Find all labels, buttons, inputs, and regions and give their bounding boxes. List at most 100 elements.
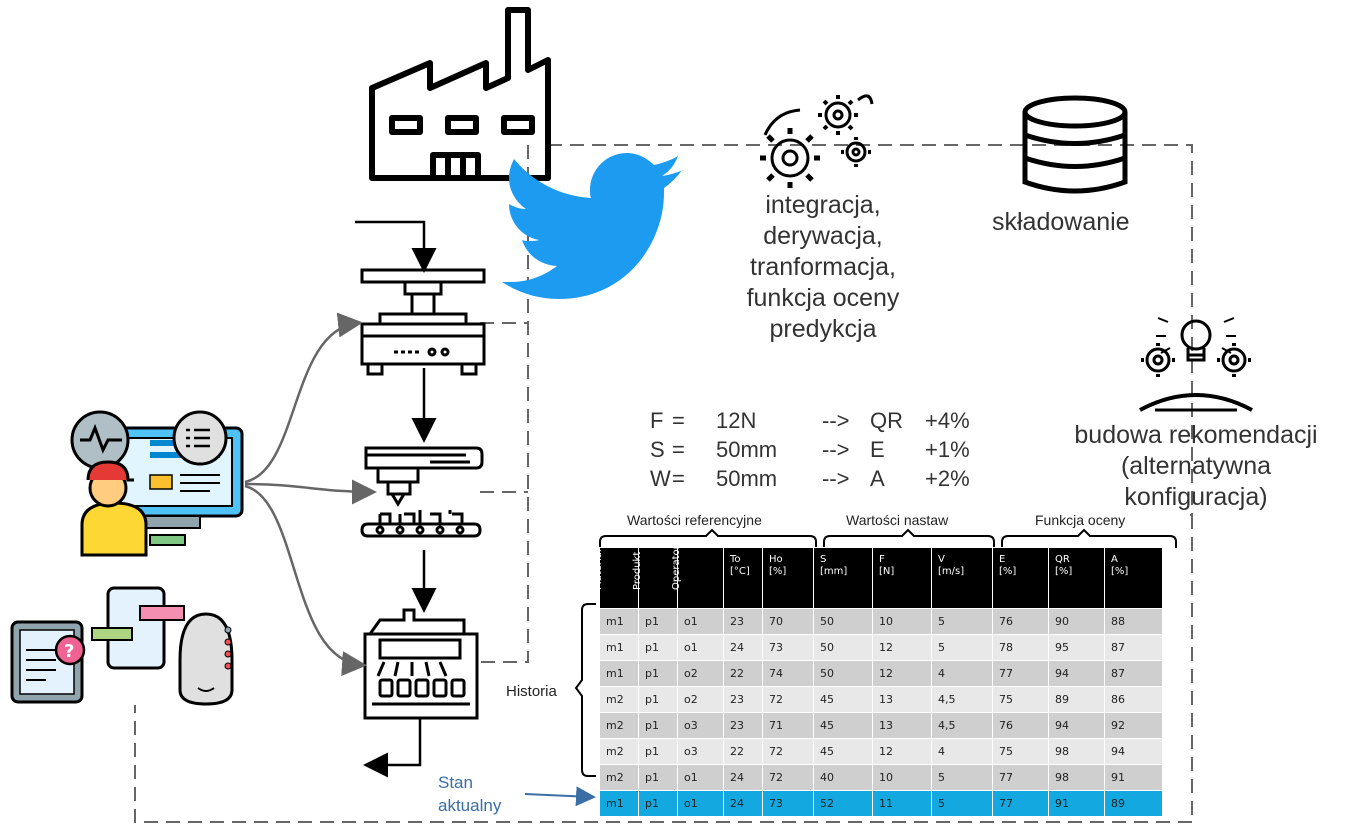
table-cell: 73 [762, 790, 814, 817]
table-cell: 70 [762, 608, 814, 635]
operator-computer-icon [70, 410, 244, 557]
production-line-arrows [355, 220, 437, 778]
equation-token: = [672, 408, 685, 433]
table-cell: 50 [813, 608, 873, 635]
table-cell: 90 [1048, 608, 1105, 635]
equation-token: +1% [925, 437, 970, 462]
table-cell: 75 [992, 738, 1049, 765]
equation-token: 50mm [716, 466, 778, 491]
column-header-label: QR [1055, 554, 1070, 565]
column-header: V[m/s] [931, 547, 993, 609]
table-cell: m2 [599, 764, 639, 791]
table-cell: m2 [599, 738, 639, 765]
table-cell: p1 [638, 634, 678, 661]
equation-token: QR [870, 408, 903, 433]
table-cell: o1 [677, 790, 724, 817]
table-cell: 94 [1104, 738, 1163, 765]
equation-token: E [870, 437, 885, 462]
table-cell: o3 [677, 712, 724, 739]
table-cell: 45 [813, 738, 873, 765]
table-cell: 50 [813, 634, 873, 661]
table-cell: 91 [1048, 790, 1105, 817]
press-machine-icon [360, 268, 486, 376]
column-header: Produkt [632, 547, 678, 609]
column-header-label: Produkt [632, 552, 644, 604]
table-cell: 72 [762, 686, 814, 713]
table-cell: 4,5 [931, 712, 993, 739]
processing-line: integracja, [765, 191, 881, 219]
history-label: Historia [506, 683, 557, 700]
table-cell: 12 [872, 738, 932, 765]
table-cell: p1 [638, 764, 678, 791]
table-cell: 4,5 [931, 686, 993, 713]
table-cell: 5 [931, 764, 993, 791]
table-cell: 22 [723, 660, 763, 687]
table-cell: 88 [1104, 608, 1163, 635]
table-cell: 95 [1048, 634, 1105, 661]
table-cell: 87 [1104, 634, 1163, 661]
dashed-flow-lines [134, 144, 1193, 823]
table-cell: 94 [1048, 660, 1105, 687]
table-cell: 12 [872, 660, 932, 687]
table-cell: 52 [813, 790, 873, 817]
table-cell: 87 [1104, 660, 1163, 687]
group-label-settings: Wartości nastaw [846, 512, 949, 528]
table-cell: 24 [723, 764, 763, 791]
table-cell: m1 [599, 790, 639, 817]
column-header-label: Materiał [593, 549, 604, 590]
table-cell: 24 [723, 790, 763, 817]
packing-machine-icon [363, 608, 479, 720]
table-cell: 23 [723, 608, 763, 635]
table-header-row: MateriałProduktOperatorTo[°C]Ho[%]S[mm]F… [593, 545, 1163, 609]
equation-token: = [672, 466, 685, 491]
processing-line: derywacja, [763, 222, 883, 250]
table-cell: 50 [813, 660, 873, 687]
table-cell: 94 [1048, 712, 1105, 739]
conveyor-icon [360, 510, 482, 538]
processing-label: integracja, derywacja, tranformacja, fun… [718, 190, 928, 345]
equation-token: A [870, 466, 885, 491]
table-cell: 5 [931, 608, 993, 635]
equation-token: W [650, 466, 671, 491]
table-cell: 73 [762, 634, 814, 661]
svg-text:?: ? [64, 641, 74, 662]
table-cell: o1 [677, 634, 724, 661]
column-header-unit: [%] [999, 566, 1017, 577]
table-cell: o2 [677, 686, 724, 713]
table-cell: 40 [813, 764, 873, 791]
column-header: Ho[%] [762, 547, 814, 609]
processing-line: tranformacja, [750, 253, 896, 281]
table-cell: p1 [638, 738, 678, 765]
table-cell: 98 [1048, 764, 1105, 791]
table-cell: p1 [638, 608, 678, 635]
column-header-label: A [1111, 554, 1118, 565]
column-header-unit: [N] [879, 566, 895, 577]
table-cell: 74 [762, 660, 814, 687]
column-header-label: To [730, 554, 741, 565]
column-header-label: Operator [671, 545, 683, 604]
column-header-unit: [%] [1111, 566, 1129, 577]
table-cell: 4 [931, 660, 993, 687]
nozzle-machine-icon [364, 446, 484, 507]
table-cell: 10 [872, 608, 932, 635]
table-cell: 92 [1104, 712, 1163, 739]
group-label-evaluation: Funkcja oceny [1035, 512, 1126, 528]
table-cell: 11 [872, 790, 932, 817]
factory-icon [369, 7, 551, 181]
table-cell: 13 [872, 686, 932, 713]
table-cell: 72 [762, 738, 814, 765]
table-cell: o1 [677, 764, 724, 791]
column-header-label: F [879, 554, 885, 565]
table-group-brackets [574, 528, 1177, 777]
table-cell: 24 [723, 634, 763, 661]
devices-icon: ? [10, 586, 234, 706]
equation-token: --> [822, 408, 850, 433]
current-state-line: aktualny [438, 796, 502, 815]
table-cell: o2 [677, 660, 724, 687]
